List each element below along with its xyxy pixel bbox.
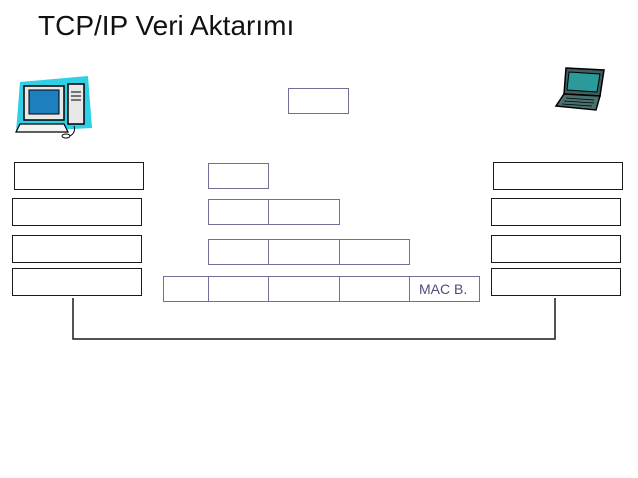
frame-data-cell bbox=[208, 276, 269, 302]
left-stack-transport-layer bbox=[12, 198, 142, 226]
desktop-computer-icon bbox=[15, 76, 92, 139]
frame-trailer-cell bbox=[163, 276, 209, 302]
packet-ip-header-cell bbox=[339, 239, 410, 265]
data-block bbox=[288, 88, 349, 114]
left-stack-network-access-layer bbox=[12, 268, 142, 296]
segment-header-cell bbox=[268, 199, 340, 225]
mac-address-label: MAC B. bbox=[419, 281, 468, 297]
frame-ip-header-cell bbox=[339, 276, 410, 302]
packet-data-cell bbox=[208, 239, 269, 265]
right-stack-transport-layer bbox=[491, 198, 621, 226]
right-stack-network-access-layer bbox=[491, 268, 621, 296]
left-stack-internet-layer bbox=[12, 235, 142, 263]
packet-segment-header-cell bbox=[268, 239, 340, 265]
segment-data-cell bbox=[208, 199, 269, 225]
slide-title: TCP/IP Veri Aktarımı bbox=[38, 10, 295, 41]
left-stack-application-layer bbox=[14, 162, 144, 190]
right-stack-application-layer bbox=[493, 162, 623, 190]
laptop-icon bbox=[554, 67, 605, 111]
segment-data-cell bbox=[208, 163, 269, 189]
frame-mac-header-cell bbox=[409, 276, 480, 302]
right-stack-internet-layer bbox=[491, 235, 621, 263]
frame-segment-header-cell bbox=[268, 276, 340, 302]
